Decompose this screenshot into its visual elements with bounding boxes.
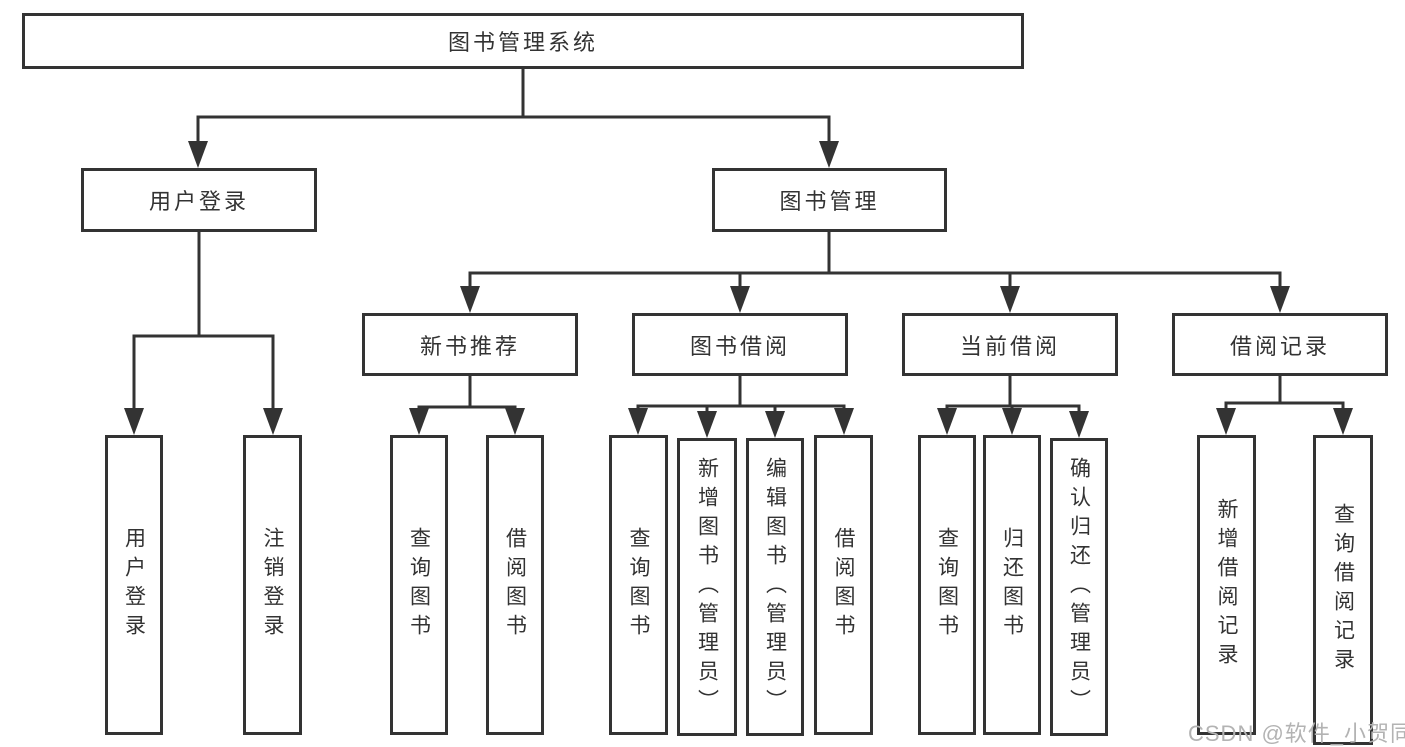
leaf-query-books-2: 查询图书 [609, 435, 668, 735]
leaf-logout-login: 注销登录 [243, 435, 302, 735]
node-label: 归还图书 [1000, 527, 1024, 643]
node-label: 确认归还（管理员） [1067, 456, 1091, 718]
node-label: 编辑图书（管理员） [763, 456, 787, 718]
leaf-edit-book-admin: 编辑图书（管理员） [746, 438, 804, 736]
leaf-confirm-return-admin: 确认归还（管理员） [1050, 438, 1108, 736]
leaf-add-book-admin: 新增图书（管理员） [677, 438, 737, 736]
node-book-borrow: 图书借阅 [632, 313, 848, 376]
node-label: 注销登录 [261, 527, 284, 643]
node-label: 查询图书 [407, 527, 431, 643]
leaf-borrow-books-2: 借阅图书 [814, 435, 873, 735]
node-label: 查询图书 [935, 527, 959, 643]
leaf-query-books-1: 查询图书 [390, 435, 448, 735]
node-borrow-records: 借阅记录 [1172, 313, 1388, 376]
node-label: 用户登录 [148, 189, 249, 214]
node-label: 图书管理系统 [447, 30, 598, 55]
node-label: 借阅记录 [1229, 333, 1330, 359]
node-label: 查询图书 [627, 527, 650, 643]
node-label: 图书管理 [779, 189, 880, 214]
node-label: 新书推荐 [419, 333, 520, 359]
node-label: 查询借阅记录 [1331, 503, 1355, 677]
node-current-borrow: 当前借阅 [902, 313, 1118, 376]
leaf-return-books: 归还图书 [983, 435, 1041, 735]
node-new-book-recommend: 新书推荐 [362, 313, 578, 376]
node-label: 借阅图书 [832, 527, 855, 643]
node-label: 用户登录 [122, 527, 146, 643]
leaf-user-login: 用户登录 [105, 435, 163, 735]
node-label: 当前借阅 [959, 333, 1060, 359]
node-book-management: 图书管理 [712, 168, 947, 232]
leaf-borrow-books-1: 借阅图书 [486, 435, 544, 735]
leaf-query-borrow-record: 查询借阅记录 [1313, 435, 1373, 745]
node-label: 新增图书（管理员） [695, 456, 719, 718]
node-library-management-system: 图书管理系统 [22, 13, 1024, 69]
node-user-login: 用户登录 [81, 168, 317, 232]
node-label: 借阅图书 [503, 527, 527, 643]
node-label: 新增借阅记录 [1215, 498, 1238, 672]
leaf-add-borrow-record: 新增借阅记录 [1197, 435, 1256, 735]
node-label: 图书借阅 [689, 333, 790, 359]
leaf-query-books-3: 查询图书 [918, 435, 976, 735]
